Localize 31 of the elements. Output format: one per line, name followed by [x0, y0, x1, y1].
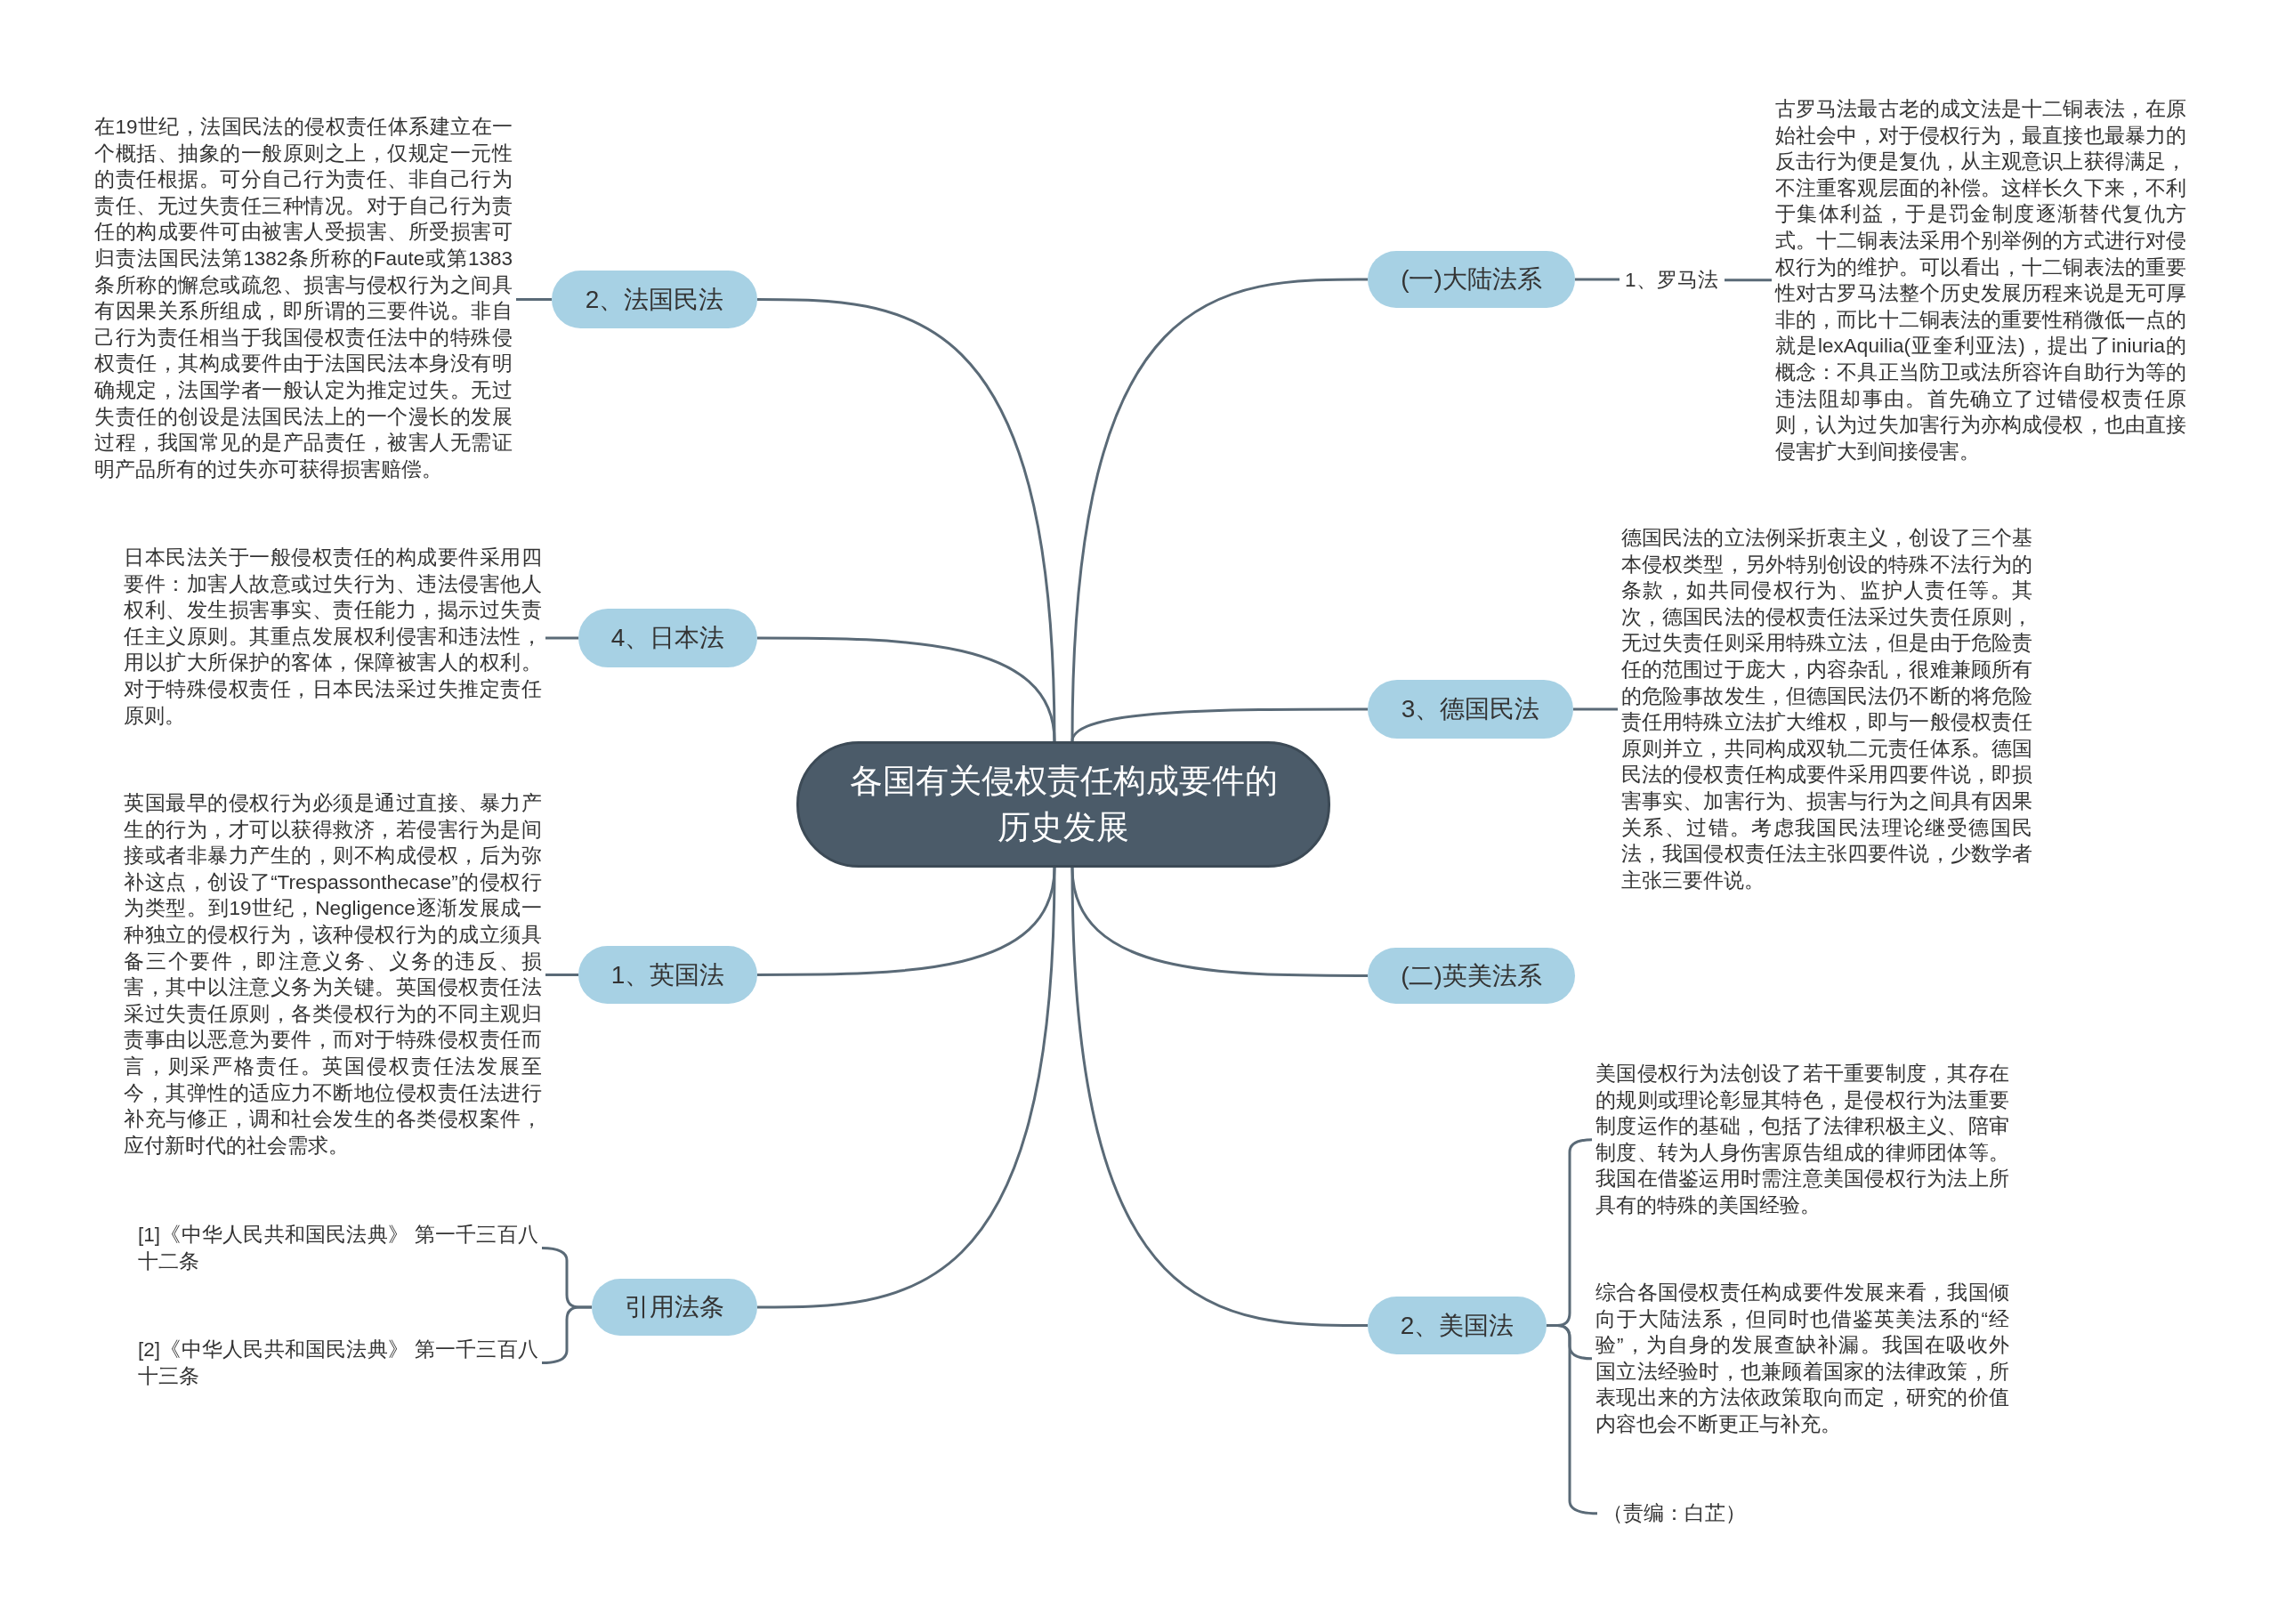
topic-pill: (二)英美法系 — [1368, 948, 1575, 1004]
note-text: [2]《中华人民共和国民法典》 第一千三百八十三条 — [138, 1337, 538, 1390]
topic-pill: 3、德国民法 — [1368, 680, 1573, 739]
note-text: （责编：白芷） — [1603, 1500, 1736, 1527]
connector-line — [1070, 867, 1368, 1327]
connector-line — [545, 636, 578, 640]
topic-pill: 引用法条 — [592, 1279, 757, 1336]
connector-line — [545, 974, 578, 976]
connector-line — [757, 867, 1056, 1309]
note-text: 古罗马法最古老的成文法是十二铜表法，在原始社会中，对于侵权行为，最直接也最暴力的反击行为便是复仇，从主观意识上获得满足，不注重客观层面的补偿。这样长久下来，不利于集体利益，于是罚金制度逐渐替代复仇方式。十二铜表法采用个别举例的方式进行对侵权行为的维护。可以看出，十二铜表法的重要性对古罗马法整个历史发展历程来说是无可厚非的，而比十二铜表法的重要性稍微低一点的就是lexAquilia(亚奎利亚法)，提出了iniuria的概念：不具正当防卫或法所容许自助行为等的违法阻却事由。首先确立了过错侵权责任原则，认为过失加害行为亦构成侵权，也由直接侵害扩大到间接侵害。 — [1775, 96, 2186, 465]
connector-line — [516, 298, 552, 301]
connector-line — [1573, 707, 1618, 711]
connector-line — [1575, 278, 1620, 281]
connector-line — [1725, 279, 1772, 282]
note-text: 美国侵权行为法创设了若干重要制度，其存在的规则或理论彰显其特色，是侵权行为法重要制度运作的基础，包括了法律积极主义、陪审制度、转为人身伤害原告组成的律师团体等。我国在借鉴运用时需注意美国侵权行为法上所具有的特殊的美国经验。 — [1595, 1061, 2009, 1219]
topic-pill: (一)大陆法系 — [1368, 251, 1575, 308]
note-text: 德国民法的立法例采折衷主义，创设了三个基本侵权类型，另外特别创设的特殊不法行为的条款，如共同侵权行为、监护人责任等。其次，德国民法的侵权责任法采过失责任原则，无过失责任则采用特殊立法，但是由于危险责任的范围过于庞大，内容杂乱，很难兼顾所有的危险事故发生，但德国民法仍不断的将危险责任用特殊立法扩大维权，即与一般侵权责任原则并立，共同构成双轨二元责任体系。德国民法的侵权责任构成要件采用四要件说，即损害事实、加害行为、损害与行为之间具有因果关系、过错。考虑我国民法理论继受德国民法，我国侵权责任法主张四要件说，少数学者主张三要件说。 — [1621, 525, 2032, 894]
topic-pill: 1、英国法 — [578, 946, 757, 1004]
connector-line — [757, 636, 1056, 742]
note-text: 日本民法关于一般侵权责任的构成要件采用四要件：加害人故意或过失行为、违法侵害他人权利、发生损害事实、责任能力，揭示过失责任主义原则。其重点发展权利侵害和违法性，用以扩大所保护的客体，保障被害人的权利。对于特殊侵权责任，日本民法采过失推定责任原则。 — [124, 545, 542, 730]
topic-pill: 2、美国法 — [1368, 1297, 1547, 1354]
note-text: 英国最早的侵权行为必须是通过直接、暴力产生的行为，才可以获得救济，若侵害行为是间接或者非暴力产生的，则不构成侵权，后为弥补这点，创设了“Trespassonthecase”的侵权行为类型。到19世纪，Negligence逐渐发展成一种独立的侵权行为，该种侵权行为的成立须具备三个要件，即注意义务、义务的违反、损害，其中以注意义务为关键。英国侵权责任法采过失责任原则，各类侵权行为的不同主观归责事由以恶意为要件，而对于特殊侵权责任而言，则采严格责任。英国侵权责任法发展至今，其弹性的适应力不断地位侵权责任法进行补充与修正，调和社会发生的各类侵权案件，应付新时代的社会需求。 — [124, 790, 542, 1159]
connector-line — [1070, 278, 1368, 742]
note-text: 在19世纪，法国民法的侵权责任体系建立在一个概括、抽象的一般原则之上，仅规定一元性的责任根据。可分自己行为责任、非自己行为责任、无过失责任三种情况。对于自己行为责任的构成要件可由被害人受损害、所受损害可归责法国民法第1382条所称的Faute或第1383条所称的懈怠或疏忽、损害与侵权行为之间具有因果关系所组成，即所谓的三要件说。非自己行为责任相当于我国侵权责任法中的特殊侵权责任，其构成要件由于法国民法本身没有明确规定，法国学者一般认定为推定过失。无过失责任的创设是法国民法上的一个漫长的发展过程，我国常见的是产品责任，被害人无需证明产品所有的过失亦可获得损害赔偿。 — [94, 114, 513, 483]
connector-line — [1070, 707, 1368, 742]
central-topic: 各国有关侵权责任构成要件的历史发展 — [796, 741, 1330, 868]
note-text: [1]《中华人民共和国民法典》 第一千三百八十二条 — [138, 1222, 538, 1275]
note-text: 综合各国侵权责任构成要件发展来看，我国倾向于大陆法系，但同时也借鉴英美法系的“经验”，为自身的发展查缺补漏。我国在吸收外国立法经验时，也兼顾着国家的法律政策，所表现出来的方法依政策取向而定，研究的价值内容也会不断更正与补充。 — [1595, 1280, 2009, 1438]
topic-pill: 2、法国民法 — [552, 271, 757, 328]
topic-pill: 4、日本法 — [578, 609, 757, 667]
note-text: 1、罗马法 — [1625, 267, 1725, 294]
